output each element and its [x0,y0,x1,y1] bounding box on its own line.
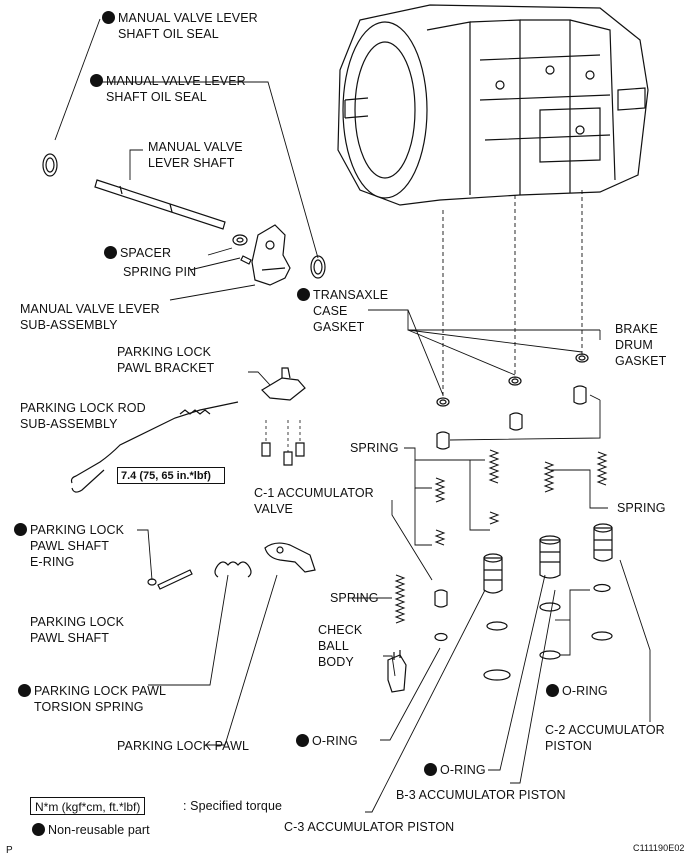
non-reusable-dot-icon [18,684,31,697]
non-reusable-dot-icon [104,246,117,259]
legend-specified-torque: : Specified torque [183,799,283,813]
parking-lock-pawl-bracket-part [261,367,306,466]
check-ball-body-part [387,650,407,693]
parking-lock-pawl-part [264,542,316,573]
label-o-ring-3: O-RING [424,762,486,778]
non-reusable-dot-icon [297,288,310,301]
manual-valve-lever-shaft-part [94,179,226,230]
transaxle-case-gasket-parts [436,353,589,407]
page-letter: P [6,845,13,856]
manual-valve-lever-part [251,224,291,286]
non-reusable-dot-icon [546,684,559,697]
label-transaxle-case-gasket: TRANSAXLE CASE GASKET [297,287,388,335]
label-c1-accumulator-valve: C-1 ACCUMULATOR VALVE [254,486,374,516]
label-parking-lock-pawl-bracket: PARKING LOCK PAWL BRACKET [117,345,215,375]
accumulator-springs [394,449,608,624]
label-check-ball-body: CHECK BALL BODY [318,623,363,669]
legend-torque-unit-box: N*m (kgf*cm, ft.*lbf) [30,797,146,815]
label-spring-1: SPRING [350,441,399,455]
transmission-case [337,4,649,206]
label-brake-drum-gasket: BRAKE DRUM GASKET [615,322,667,368]
label-parking-lock-pawl-shaft: PARKING LOCK PAWL SHAFT [30,615,125,645]
label-parking-lock-rod-sub-assembly: PARKING LOCK ROD SUB-ASSEMBLY [20,401,146,431]
parking-lock-rod-part [70,401,239,493]
torque-value-box: 7.4 (75, 65 in.*lbf) [117,467,225,484]
non-reusable-dot-icon [32,823,45,836]
label-mv-lever-shaft-oil-seal-1: MANUAL VALVE LEVER SHAFT OIL SEAL [102,10,258,42]
non-reusable-dot-icon [14,523,27,536]
label-c2-accumulator-piston: C-2 ACCUMULATOR PISTON [545,723,665,753]
o-ring-parts [434,583,613,681]
label-o-ring-2: O-RING [296,733,358,749]
label-b3-accumulator-piston: B-3 ACCUMULATOR PISTON [396,788,566,802]
non-reusable-dot-icon [424,763,437,776]
label-spring-2: SPRING [617,501,666,515]
torsion-spring-part [214,561,252,578]
label-parking-lock-pawl-shaft-e-ring: PARKING LOCK PAWL SHAFT E-RING [14,522,124,570]
label-c3-accumulator-piston: C-3 ACCUMULATOR PISTON [284,820,455,834]
figure-code: C111190E02 [633,843,685,853]
non-reusable-dot-icon [90,74,103,87]
label-spring-pin: SPRING PIN [123,265,197,279]
oil-seal-parts [42,153,326,279]
label-mv-lever-shaft-oil-seal-2: MANUAL VALVE LEVER SHAFT OIL SEAL [90,73,246,105]
label-o-ring-1: O-RING [546,683,608,699]
label-spring-3: SPRING [330,591,379,605]
label-mv-lever-sub-assembly: MANUAL VALVE LEVER SUB-ASSEMBLY [20,302,160,332]
non-reusable-dot-icon [296,734,309,747]
drop-lines [442,190,583,398]
leader-lines [54,18,651,813]
label-spacer: SPACER [104,245,171,261]
c2-accumulator-piston-part [593,523,613,562]
c3-accumulator-piston-part [483,553,503,594]
non-reusable-dot-icon [102,11,115,24]
label-parking-lock-pawl: PARKING LOCK PAWL [117,739,250,753]
spring-pin-part [240,255,252,265]
label-parking-lock-pawl-torsion-spring: PARKING LOCK PAWL TORSION SPRING [18,683,166,715]
legend-non-reusable-part: Non-reusable part [32,822,150,838]
b3-accumulator-piston-part [539,535,561,579]
parking-lock-pawl-shaft-part [147,569,193,590]
spacer-part [232,234,248,246]
brake-drum-gasket-parts [436,385,587,450]
label-mv-lever-shaft: MANUAL VALVE LEVER SHAFT [148,140,243,170]
c1-accumulator-valve-part [434,589,448,608]
